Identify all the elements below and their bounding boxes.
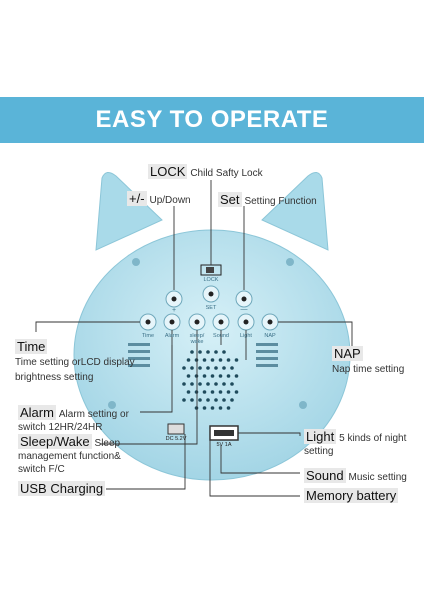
callout-lock: LOCK Child Safty Lock xyxy=(148,164,263,179)
speaker-hole xyxy=(186,374,191,378)
speaker-hole xyxy=(202,390,207,394)
dc-port xyxy=(167,423,185,435)
speaker-hole xyxy=(218,390,223,394)
left-ear xyxy=(95,172,163,251)
btn-label-alarm: Alarm xyxy=(164,333,180,339)
minus-label: — xyxy=(240,306,248,313)
btn-label-light: Light xyxy=(240,333,252,339)
speaker-hole xyxy=(202,374,207,378)
set-label: SET xyxy=(205,305,217,311)
speaker-hole xyxy=(234,374,239,378)
speaker-hole xyxy=(222,350,226,354)
speaker-hole xyxy=(218,358,223,362)
btn-label-nap: NAP xyxy=(264,333,276,339)
right-ear xyxy=(261,172,329,251)
speaker-hole xyxy=(218,374,223,378)
speaker-hole xyxy=(194,374,199,378)
speaker-hole xyxy=(214,398,218,402)
callout-sleep: Sleep/Wake Sleep management function& sw… xyxy=(18,434,121,475)
plus-label: + xyxy=(171,307,177,314)
speaker-hole xyxy=(234,358,239,362)
banner-title: EASY TO OPERATE xyxy=(0,97,424,143)
callout-sound: Sound Music setting xyxy=(304,468,407,483)
speaker-hole xyxy=(186,390,191,394)
speaker-hole xyxy=(198,398,202,402)
speaker-hole xyxy=(206,366,210,370)
speaker-hole xyxy=(198,350,202,354)
speaker-hole xyxy=(210,358,215,362)
speaker-hole xyxy=(194,390,199,394)
callout-memory: Memory battery xyxy=(304,488,399,503)
callout-set: Set Setting Function xyxy=(218,192,317,207)
speaker-hole xyxy=(218,406,223,410)
speaker-hole xyxy=(214,382,218,386)
speaker-hole xyxy=(190,366,194,370)
btn-label-sleep: sleep/ wake xyxy=(189,333,205,345)
speaker-hole xyxy=(194,406,199,410)
speaker-hole xyxy=(214,366,218,370)
speaker-hole xyxy=(226,358,231,362)
speaker-hole xyxy=(194,358,199,362)
dc-label: DC 5.2V xyxy=(165,436,187,442)
callout-time: Time Time setting orLCD display brightne… xyxy=(15,339,135,383)
speaker-hole xyxy=(202,406,207,410)
speaker-hole xyxy=(206,382,210,386)
callout-updown: +/- Up/Down xyxy=(127,191,191,206)
speaker-hole xyxy=(230,366,234,370)
speaker-hole xyxy=(230,398,234,402)
speaker-hole xyxy=(226,390,231,394)
lock-label: LOCK xyxy=(203,277,219,283)
speaker-hole xyxy=(206,350,210,354)
speaker-hole xyxy=(190,350,194,354)
speaker-hole xyxy=(202,358,207,362)
speaker-hole xyxy=(210,406,215,410)
btn-label-time: Time xyxy=(141,333,155,339)
speaker-hole xyxy=(230,382,234,386)
speaker-hole xyxy=(190,382,194,386)
speaker-hole xyxy=(222,398,226,402)
callout-light: Light 5 kinds of night setting xyxy=(304,429,407,457)
btn-label-sound: Sound xyxy=(213,333,229,339)
speaker-hole xyxy=(210,374,215,378)
speaker-hole xyxy=(206,398,210,402)
speaker-hole xyxy=(222,366,226,370)
speaker-hole xyxy=(214,350,218,354)
speaker-hole xyxy=(182,366,186,370)
speaker-hole xyxy=(198,382,202,386)
speaker-hole xyxy=(226,374,231,378)
speaker-hole xyxy=(234,390,239,394)
callout-nap: NAP Nap time setting xyxy=(332,346,405,375)
usb-label: 5V 1A xyxy=(216,442,232,448)
speaker-hole xyxy=(186,358,191,362)
callout-alarm: Alarm Alarm setting or switch 12HR/24HR xyxy=(18,405,129,433)
speaker-hole xyxy=(226,406,231,410)
speaker-hole xyxy=(190,398,194,402)
speaker-hole xyxy=(182,398,186,402)
speaker-hole xyxy=(222,382,226,386)
callout-usb: USB Charging xyxy=(18,481,106,496)
speaker-hole xyxy=(210,390,215,394)
speaker-hole xyxy=(198,366,202,370)
speaker-hole xyxy=(182,382,186,386)
